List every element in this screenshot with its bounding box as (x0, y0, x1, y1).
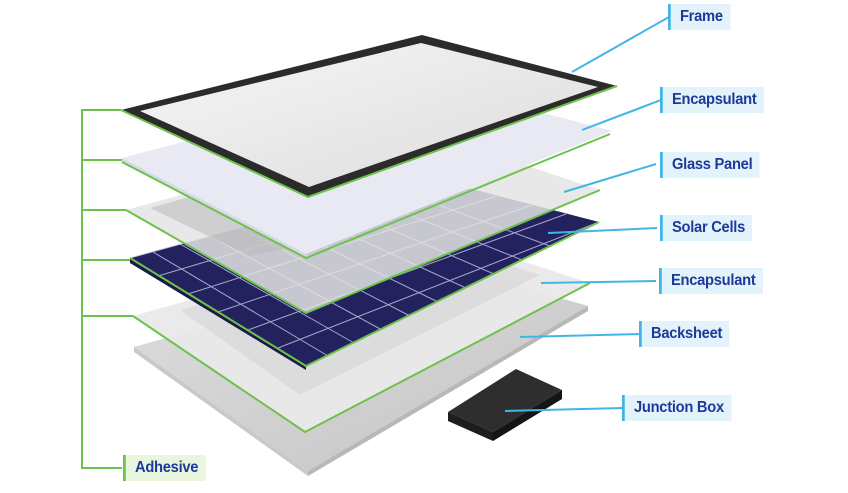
callout-lines (504, 16, 670, 412)
label-junction-box: Junction Box (622, 395, 732, 421)
junction-box-shape (448, 369, 562, 441)
label-solar-cells: Solar Cells (660, 215, 753, 241)
label-frame: Frame (668, 4, 731, 30)
label-adhesive: Adhesive (123, 455, 206, 481)
adhesive-bracket (81, 109, 133, 469)
frame-layer (120, 35, 618, 199)
label-glass-panel: Glass Panel (660, 152, 760, 178)
label-backsheet: Backsheet (639, 321, 730, 347)
label-encapsulant-top: Encapsulant (660, 87, 764, 113)
label-encapsulant-bottom: Encapsulant (659, 268, 763, 294)
